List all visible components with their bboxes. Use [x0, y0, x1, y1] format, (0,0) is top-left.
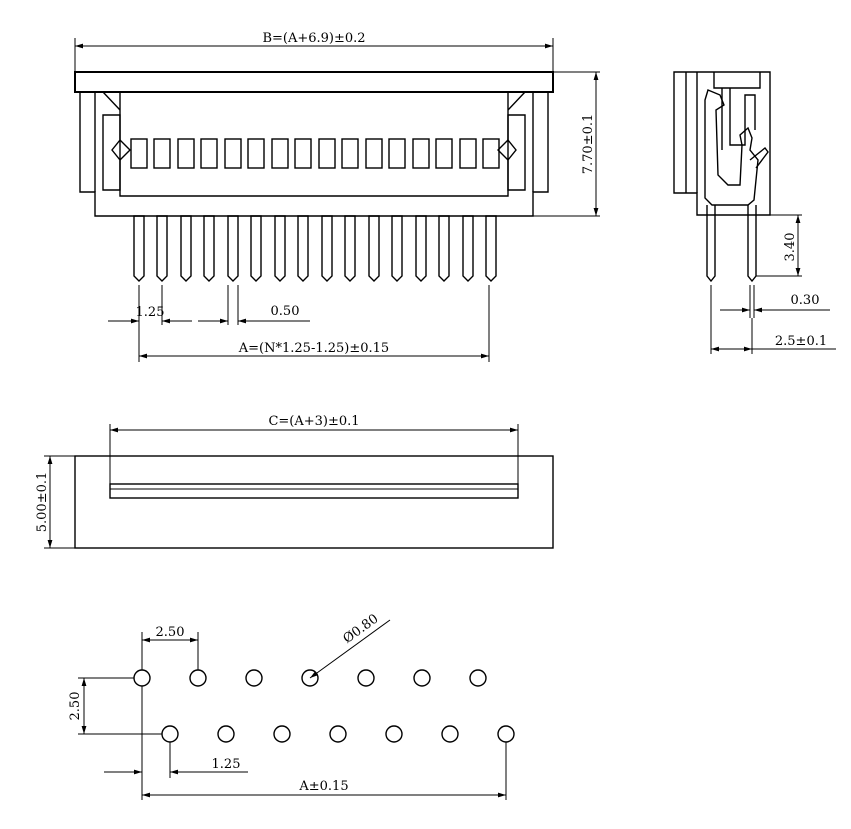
dim-a-label: A=(N*1.25-1.25)±0.15 [238, 341, 389, 356]
dim-row-spacing-label: 2.5±0.1 [775, 334, 827, 349]
top-view: C=(A+3)±0.1 5.00±0.1 [35, 414, 554, 549]
front-pins [133, 215, 497, 282]
dim-offset-label: 1.25 [212, 757, 241, 772]
front-view: B=(A+6.9)±0.2 [74, 31, 600, 362]
pcb-footprint: 2.50 Ø0.80 2.50 1.25 A±0.15 [68, 611, 515, 800]
dim-hole-pitch-label: 2.50 [156, 625, 185, 640]
dim-c-label: C=(A+3)±0.1 [268, 414, 359, 429]
dim-pin-thickness-label: 0.30 [791, 293, 820, 308]
dim-pin-length-label: 3.40 [783, 233, 798, 262]
dim-row-pitch-label: 2.50 [68, 692, 83, 721]
side-view: 3.40 0.30 2.5±0.1 [673, 71, 836, 354]
dim-b-label: B=(A+6.9)±0.2 [262, 31, 365, 46]
dim-pitch-label: 1.25 [136, 305, 165, 320]
dim-a-footprint-label: A±0.15 [298, 779, 348, 794]
contact-windows [130, 138, 500, 169]
hole-row-bottom [161, 725, 515, 743]
dim-height-label: 7.70±0.1 [581, 114, 596, 175]
dim-pin-width-label: 0.50 [271, 304, 300, 319]
dim-depth-label: 5.00±0.1 [35, 472, 50, 533]
